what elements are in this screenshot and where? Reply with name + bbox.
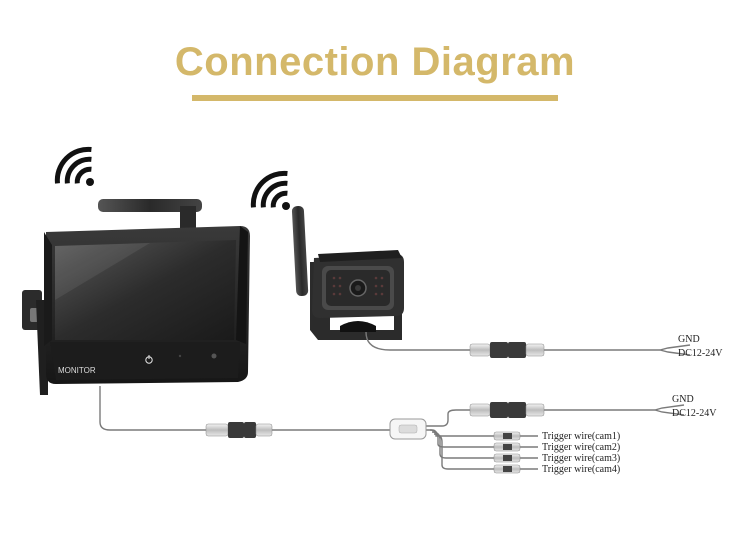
wifi-signal-icon: [250, 170, 290, 210]
monitor-cable: [99, 386, 206, 431]
camera-cable: [365, 331, 470, 351]
monitor-antenna: [98, 199, 202, 212]
camera-antenna: [291, 206, 309, 296]
title-underline: [192, 95, 558, 101]
junction-box: [389, 418, 427, 440]
monitor-gnd-label: GND: [672, 394, 694, 405]
monitor-power-connector: [469, 402, 545, 418]
trigger-wire-label: Trigger wire(cam4): [542, 464, 620, 475]
monitor-device: MONITOR: [22, 199, 250, 395]
wifi-signal-icon: [54, 146, 94, 186]
camera-connector: [469, 342, 545, 358]
camera-dc-label: DC12-24V: [678, 348, 723, 359]
camera-gnd-label: GND: [678, 334, 700, 345]
page-title: Connection Diagram: [174, 40, 576, 84]
monitor-dc-label: DC12-24V: [672, 408, 717, 419]
monitor-brand-label: MONITOR: [58, 366, 96, 375]
trigger-wire-label: Trigger wire(cam2): [542, 442, 620, 453]
monitor-cable-connector: [205, 422, 273, 438]
trigger-wire-label: Trigger wire(cam3): [542, 453, 620, 464]
trigger-wire-label: Trigger wire(cam1): [542, 431, 620, 442]
monitor-screen: [55, 240, 236, 340]
camera-device: [291, 206, 404, 340]
cables: [99, 331, 691, 470]
trigger-wire-plugs: [493, 431, 521, 474]
power-icon: [145, 355, 153, 364]
